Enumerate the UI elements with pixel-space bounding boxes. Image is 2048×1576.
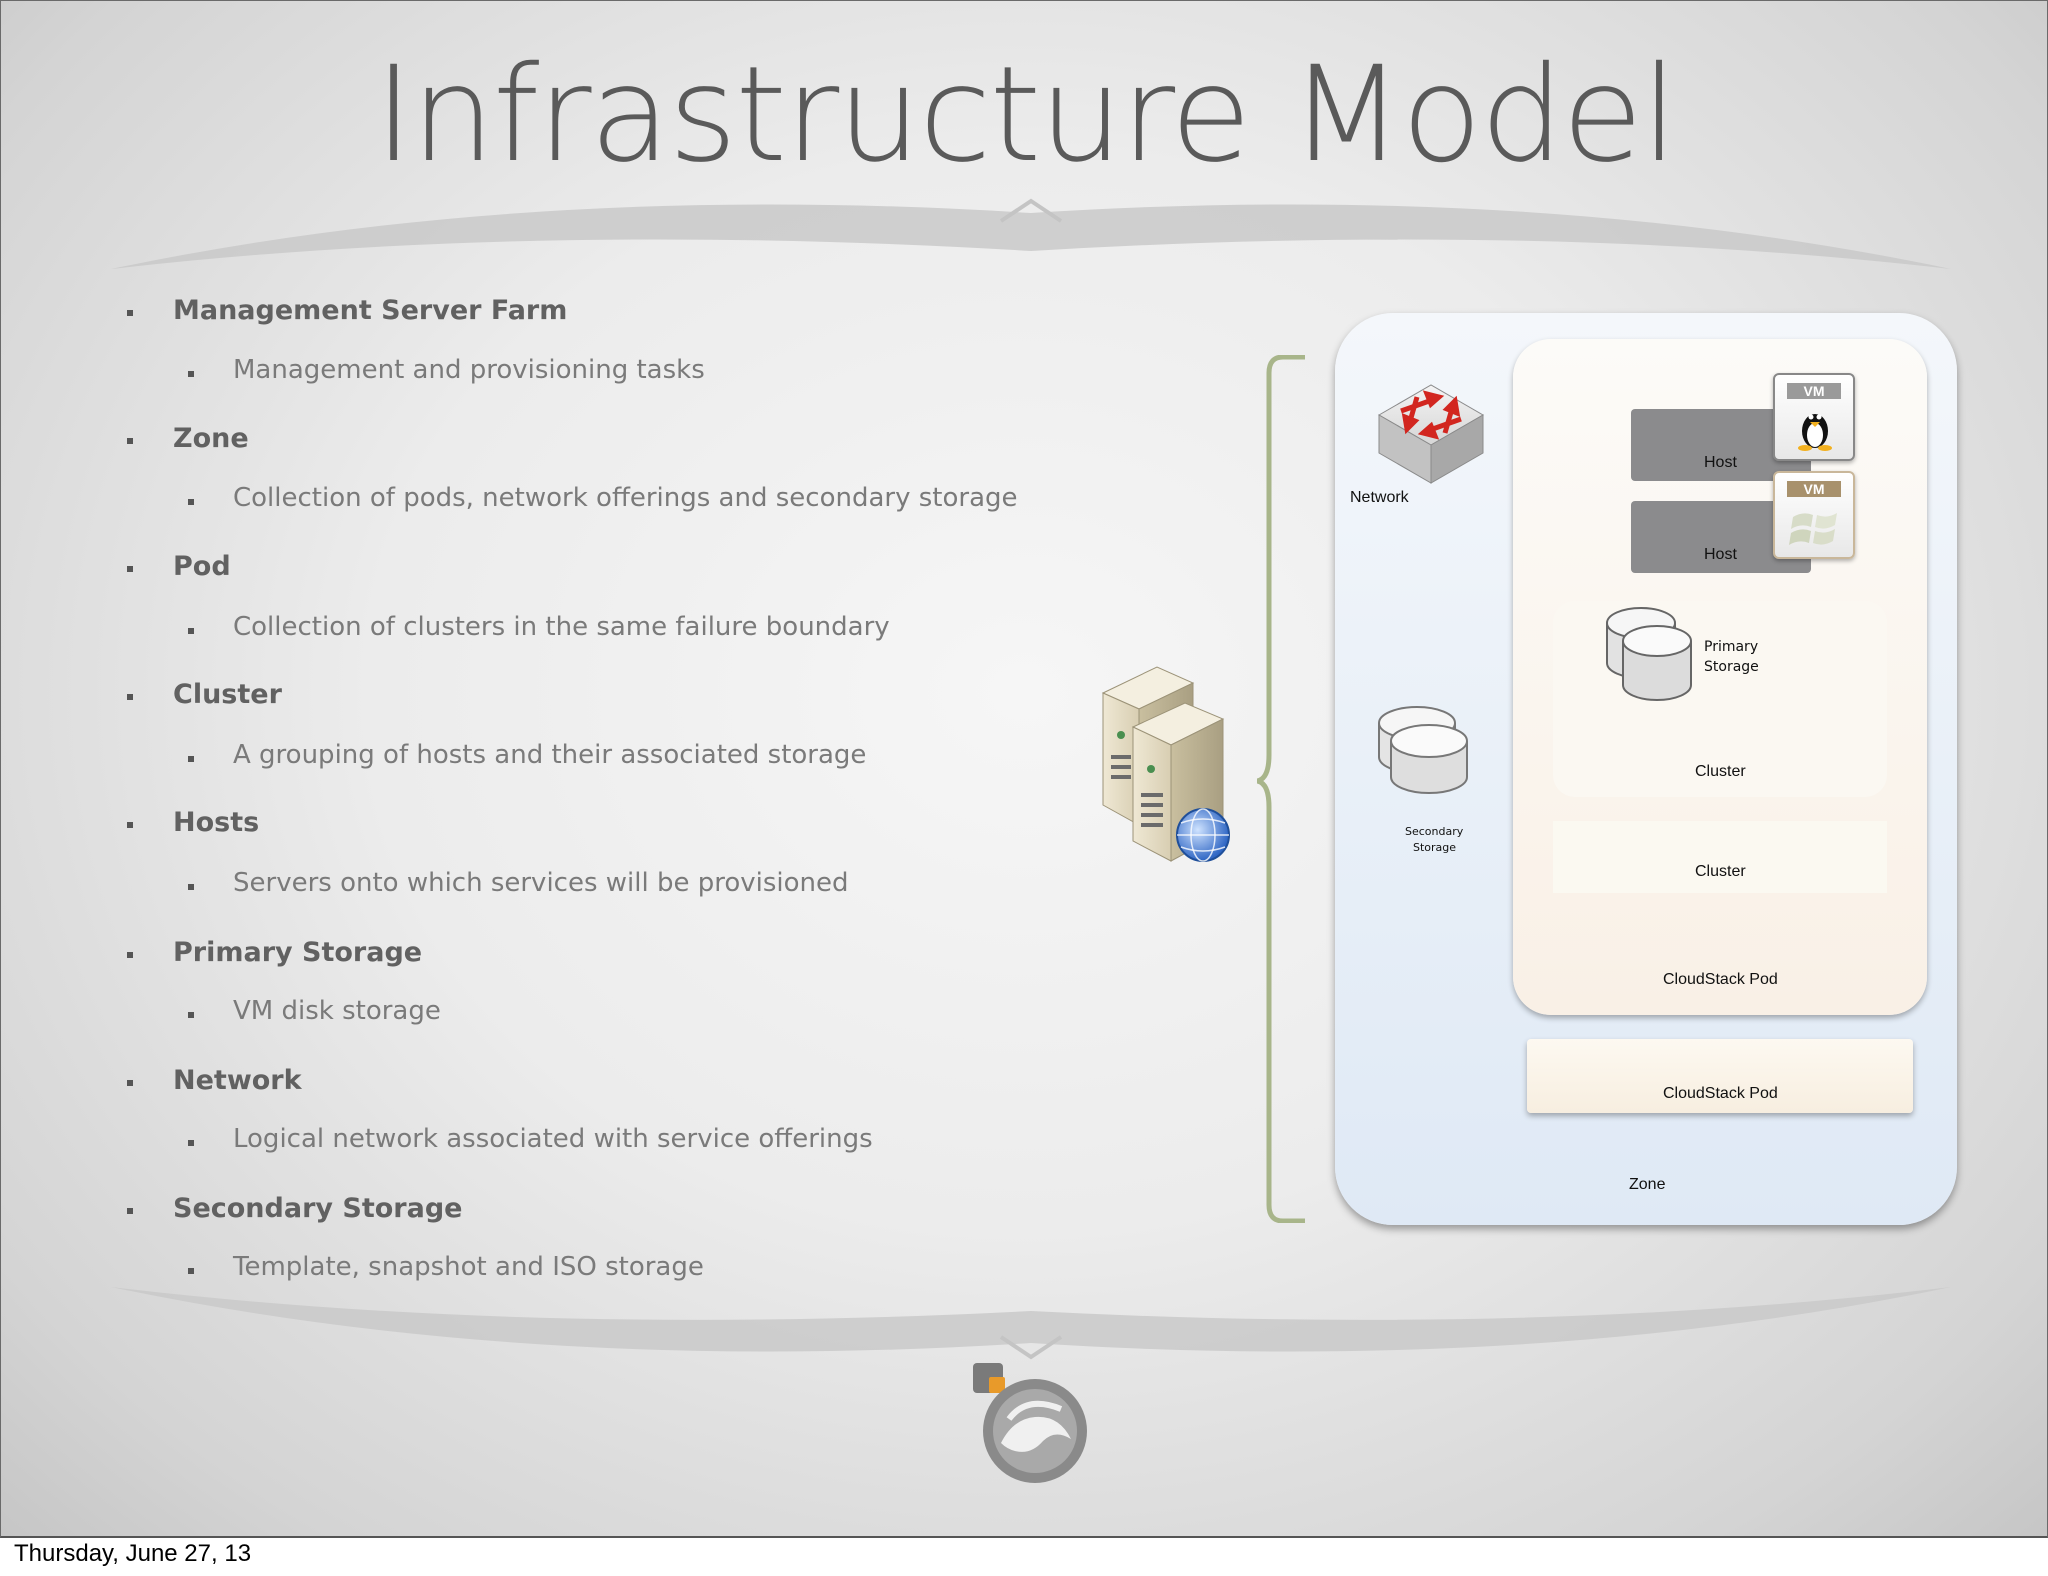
bullet-detail: VM disk storage xyxy=(233,996,441,1026)
bullet-detail: Collection of pods, network offerings an… xyxy=(233,483,1018,513)
cloudstack-logo-icon xyxy=(973,1363,1087,1483)
network-label: Network xyxy=(1350,489,1409,506)
sub-bullet-marker xyxy=(188,371,194,377)
sub-bullet-marker xyxy=(188,1012,194,1018)
bracket xyxy=(1257,355,1305,1223)
bullet-heading: Cluster xyxy=(173,679,282,710)
bullet-marker xyxy=(127,952,133,958)
sub-bullet-marker xyxy=(188,884,194,890)
bullet-marker xyxy=(127,310,133,316)
bullet-marker xyxy=(127,1080,133,1086)
bullet-marker xyxy=(127,694,133,700)
sub-bullet-marker xyxy=(188,1268,194,1274)
primary-storage-label: Primary xyxy=(1704,639,1759,655)
windows-flag-icon xyxy=(1789,513,1837,545)
host-label: Host xyxy=(1704,454,1737,471)
bullet-heading: Hosts xyxy=(173,807,260,838)
slide: Infrastructure Model Management Server F… xyxy=(0,0,2048,1538)
storage-icon xyxy=(1606,607,1692,701)
sub-bullet-marker xyxy=(188,628,194,634)
bullet-detail: Management and provisioning tasks xyxy=(233,355,705,385)
sub-bullet-marker xyxy=(188,756,194,762)
cluster-label: Cluster xyxy=(1695,863,1746,880)
vm-card: VM xyxy=(1773,471,1855,559)
vm-label: VM xyxy=(1787,383,1841,399)
bullet-marker xyxy=(127,438,133,444)
bullet-heading: Pod xyxy=(173,551,231,582)
pod-label: CloudStack Pod xyxy=(1663,1085,1778,1102)
secondary-storage-label: Storage xyxy=(1413,841,1457,854)
bullet-marker xyxy=(127,822,133,828)
cloudstack-pod-box xyxy=(1527,1039,1913,1113)
bullet-detail: Collection of clusters in the same failu… xyxy=(233,612,890,642)
sub-bullet-marker xyxy=(188,499,194,505)
secondary-storage-label: Secondary xyxy=(1405,825,1464,838)
cluster-box xyxy=(1553,821,1887,893)
bullet-heading: Management Server Farm xyxy=(173,295,568,326)
pod-label: CloudStack Pod xyxy=(1663,971,1778,988)
bullet-heading: Primary Storage xyxy=(173,937,423,968)
server-farm-icon xyxy=(1101,666,1230,862)
slide-title: Infrastructure Model xyxy=(374,38,1678,192)
primary-storage-label: Storage xyxy=(1704,659,1759,675)
cluster-label: Cluster xyxy=(1695,763,1746,780)
sub-bullet-marker xyxy=(188,1140,194,1146)
bottom-flourish xyxy=(111,1287,1951,1360)
bullet-detail: A grouping of hosts and their associated… xyxy=(233,740,867,770)
bullet-marker xyxy=(127,1208,133,1214)
bullet-marker xyxy=(127,566,133,572)
bullet-detail: Template, snapshot and ISO storage xyxy=(233,1252,704,1282)
bullet-heading: Network xyxy=(173,1065,302,1096)
bullet-detail: Logical network associated with service … xyxy=(233,1124,873,1154)
linux-penguin-icon xyxy=(1798,414,1832,451)
switch-icon xyxy=(1377,384,1485,484)
storage-icon xyxy=(1378,706,1468,794)
top-flourish xyxy=(111,198,1951,269)
vm-card: VM xyxy=(1773,373,1855,461)
footer-date: Thursday, June 27, 13 xyxy=(14,1540,252,1567)
vm-label: VM xyxy=(1787,481,1841,497)
zone-label: Zone xyxy=(1629,1176,1666,1193)
bullet-heading: Zone xyxy=(173,423,249,454)
bullet-heading: Secondary Storage xyxy=(173,1193,463,1224)
host-label: Host xyxy=(1704,546,1737,563)
bullet-detail: Servers onto which services will be prov… xyxy=(233,868,849,898)
